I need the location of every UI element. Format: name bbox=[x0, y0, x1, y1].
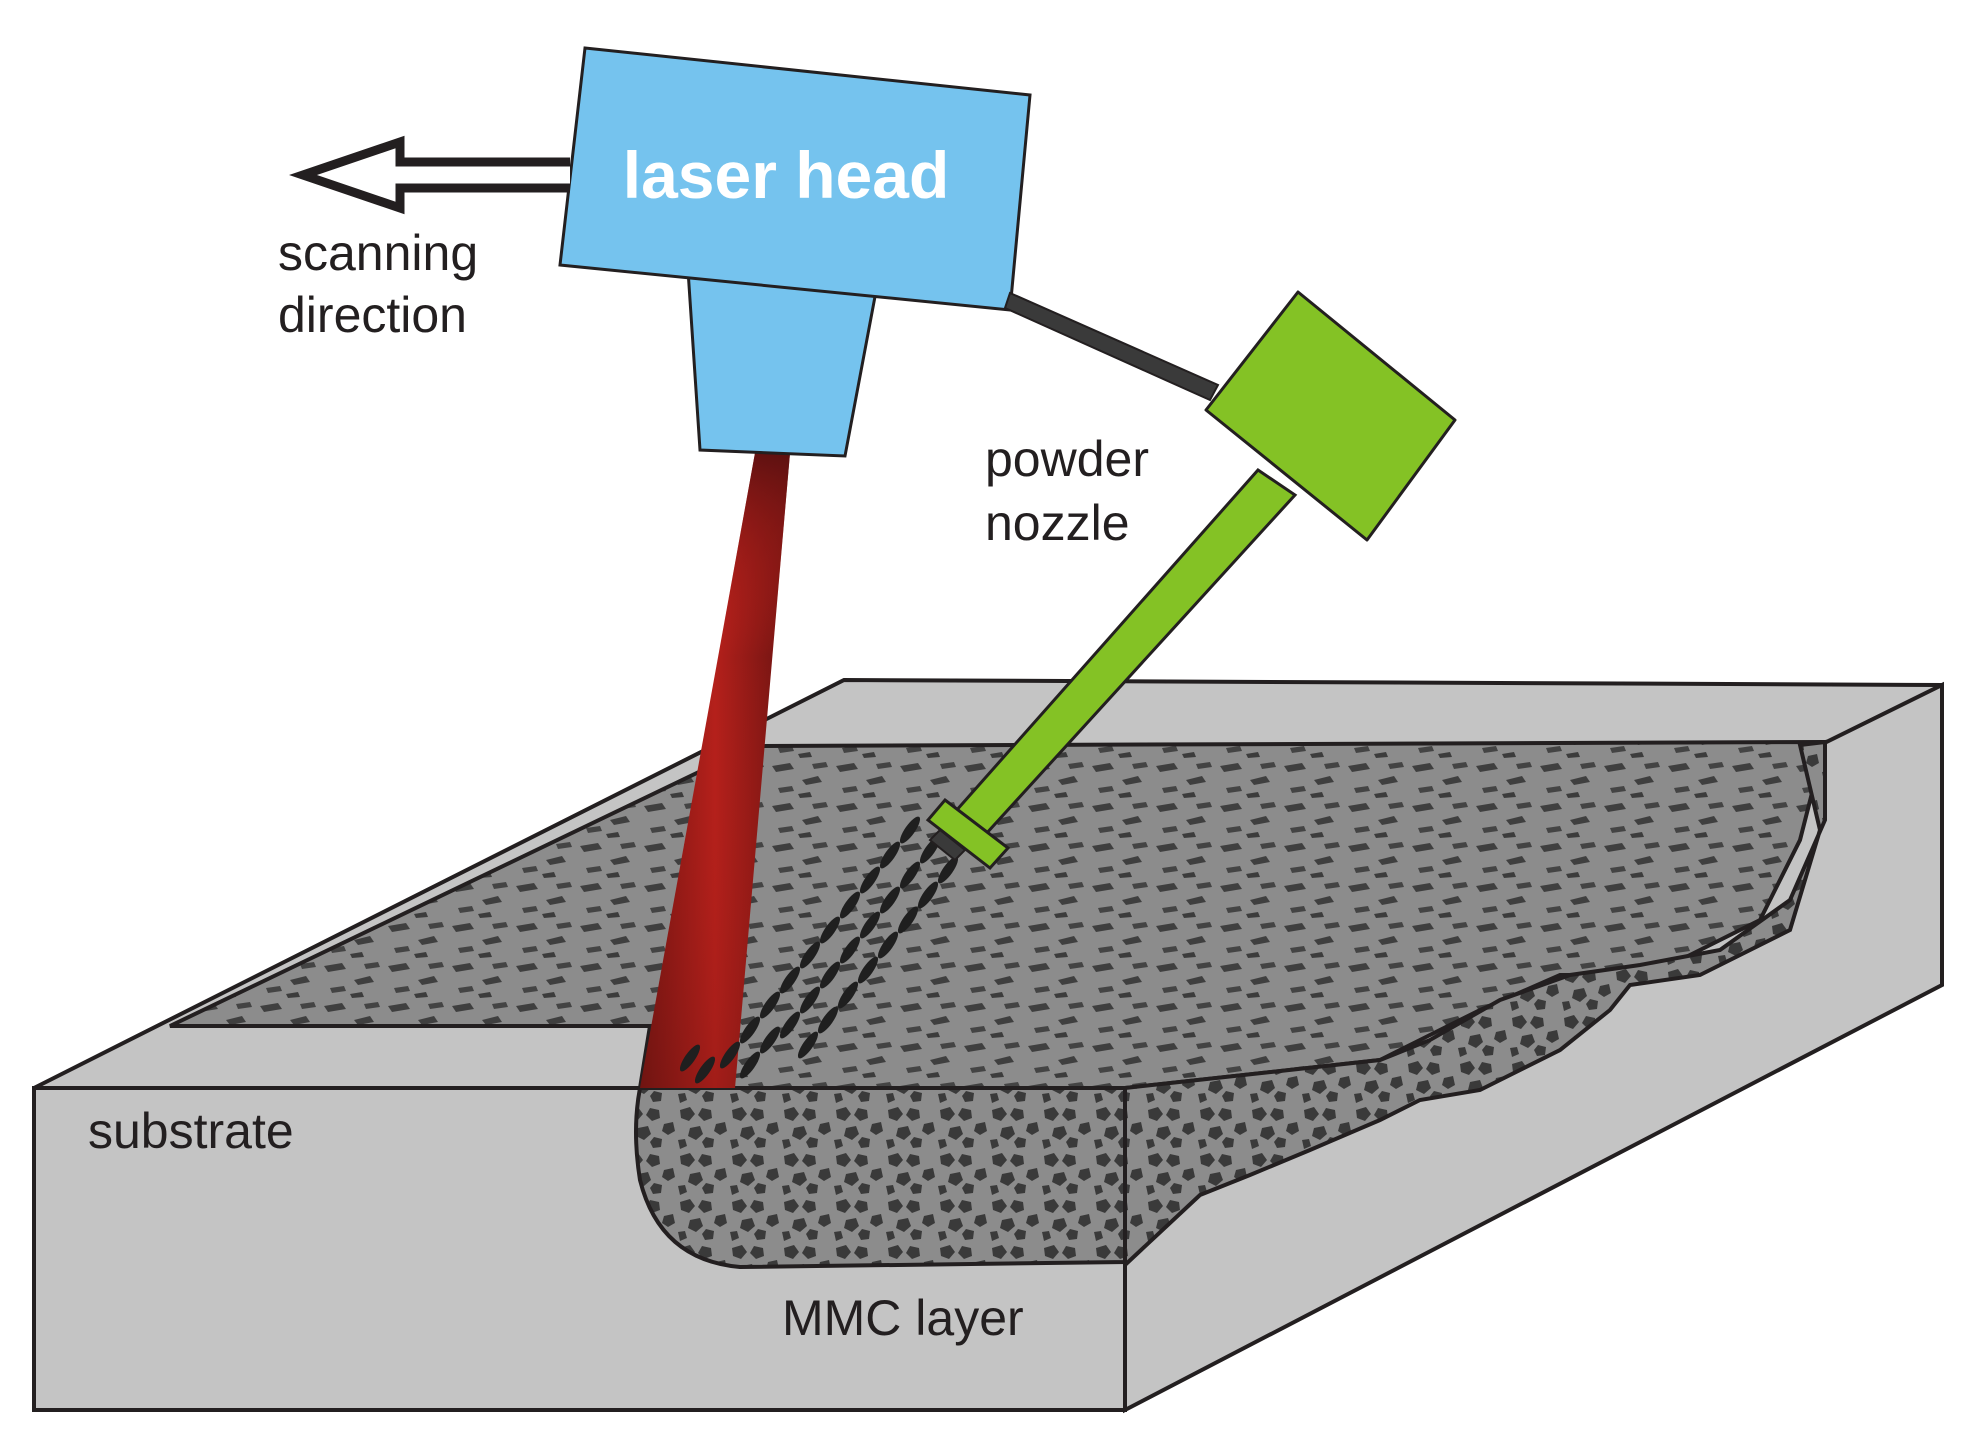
powder-nozzle-label-line2: nozzle bbox=[985, 495, 1130, 551]
powder-nozzle bbox=[925, 290, 1457, 871]
nozzle-connector-arm bbox=[1003, 291, 1220, 402]
laser-head-label: laser head bbox=[623, 138, 950, 212]
double-line-arrow-left-icon bbox=[289, 135, 570, 215]
scanning-direction-label-line2: direction bbox=[278, 287, 467, 343]
clad-cross-section-front bbox=[634, 1086, 1127, 1270]
powder-nozzle-tip bbox=[925, 797, 1011, 871]
laser-head-nozzle bbox=[686, 268, 882, 458]
scanning-direction-label-line1: scanning bbox=[278, 225, 478, 281]
powder-stream bbox=[679, 816, 959, 1084]
laser-head: laser head bbox=[558, 46, 1032, 458]
substrate-label: substrate bbox=[88, 1103, 294, 1159]
powder-nozzle-label-line1: powder bbox=[985, 431, 1149, 487]
clad-tracks-side bbox=[1123, 739, 1827, 1270]
powder-nozzle-head bbox=[1204, 290, 1457, 542]
powder-nozzle-orifice bbox=[928, 828, 967, 862]
mmc-layer-label: MMC layer bbox=[782, 1290, 1024, 1346]
laser-beam bbox=[640, 453, 790, 1088]
